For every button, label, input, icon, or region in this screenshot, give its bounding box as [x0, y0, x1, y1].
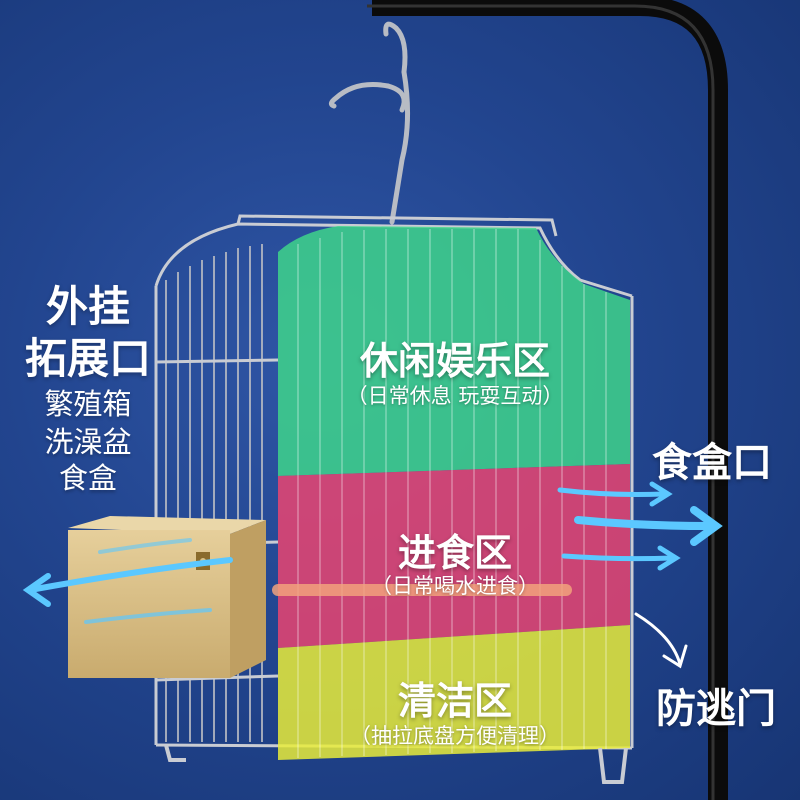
zone-leisure-title: 休闲娱乐区	[359, 339, 550, 383]
cage-feet	[164, 744, 628, 784]
arrow-left-extension	[22, 538, 233, 624]
extension-item-bath-basin: 洗澡盆	[44, 425, 132, 459]
breeding-box	[68, 516, 266, 678]
zone-feeding-subtitle: （日常喝水进食）	[371, 574, 539, 598]
cage-hook	[328, 21, 411, 225]
extension-title-line2: 拓展口	[24, 334, 151, 383]
zone-feeding-title: 进食区	[397, 531, 512, 575]
food-door-label: 食盒口	[652, 440, 772, 486]
arrow-escape-door	[634, 612, 688, 669]
zone-cleaning-overlay	[278, 625, 630, 760]
extension-title-line1: 外挂	[45, 282, 130, 331]
extension-item-breeding-box: 繁殖箱	[44, 387, 132, 421]
zone-cleaning-subtitle: （抽拉底盘方便清理）	[350, 724, 560, 748]
perch	[272, 584, 572, 596]
zone-leisure-overlay	[278, 226, 630, 476]
arrow-right-food	[557, 481, 723, 571]
escape-door-label: 防逃门	[656, 686, 776, 732]
stand-pole	[367, 0, 728, 800]
cage-front-bars	[297, 229, 607, 758]
extension-item-food-box: 食盒	[58, 461, 117, 495]
zone-feeding-overlay	[278, 464, 630, 648]
zone-cleaning-title: 清洁区	[397, 679, 512, 723]
zone-leisure-subtitle: （日常休息 玩耍互动）	[346, 384, 564, 408]
